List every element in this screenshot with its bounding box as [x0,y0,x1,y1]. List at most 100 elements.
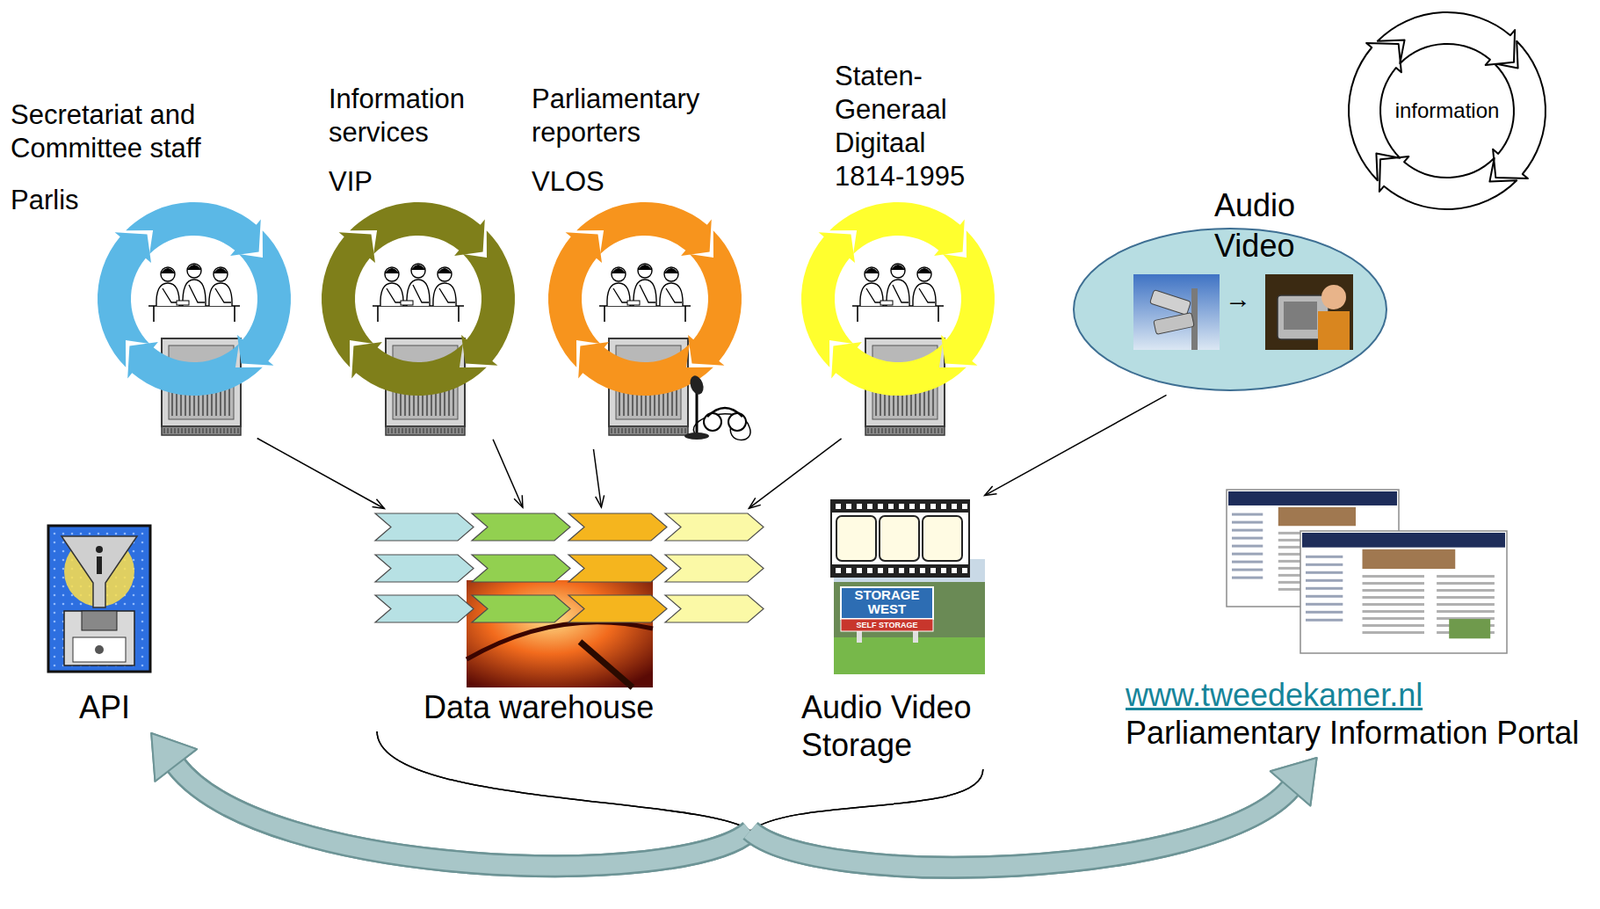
icon-dot [62,585,66,588]
server-foot [941,427,943,434]
film-hole [888,567,894,573]
server-foot [924,427,926,434]
server-foot [646,427,648,434]
system-cycle: Secretariat and Committee staffParlis [7,83,302,437]
connector [750,757,1318,868]
cycle-arrow [125,202,261,256]
server-foot [409,427,411,434]
node-text: Secretariat and Committee staff [10,98,226,166]
fat-arrow-outline [750,788,1291,868]
icon-dot [62,532,66,536]
server-foot [678,427,680,434]
server-foot [910,427,912,434]
server-foot [423,427,425,434]
desk-paper [400,300,413,305]
mic-base [684,432,710,440]
icon-dot [141,637,145,641]
server-foot [934,427,936,434]
server-foot [217,427,218,434]
connector [257,438,385,509]
person-hair [213,267,228,274]
web-text-line [1305,563,1343,566]
server-foot [664,427,666,434]
person-body [433,282,457,306]
info-bar [96,556,102,574]
text-slot: → [1224,283,1252,314]
merge-brace [376,731,751,831]
server-foot [206,427,208,434]
web-photo [1448,618,1491,638]
server-foot [238,427,239,434]
storage-photo-lawn [833,637,985,674]
server-foot [398,427,400,434]
film-hole [962,567,968,573]
server-foot [462,427,464,434]
server-foot [643,427,645,434]
icon-dot [141,629,145,632]
desk [599,305,691,322]
connector [984,394,1167,495]
person-hair [917,267,932,274]
icon-dot [115,532,118,536]
node-text: Audio Video Storage [801,687,991,764]
arrow-line [593,448,602,507]
server-foot [195,427,197,434]
icon-dot [141,576,145,580]
fat-arrow-shaft [175,764,751,866]
link-text: www.tweedekamer.nl [1125,675,1423,714]
film-hole [951,567,957,573]
data-chevron [568,594,667,623]
server-foot [234,427,236,434]
person-body [209,282,232,306]
disk-arm [579,641,633,688]
icon-dot [62,567,66,571]
sign-text: STORAGE WEST [840,587,934,616]
person-arm [439,288,456,303]
api-icon [48,525,151,672]
icon-dot [97,532,101,536]
icon-dot [53,637,57,641]
person-head [187,263,202,278]
merge-brace [376,731,751,831]
film-hole [867,503,873,509]
person-head [160,267,175,282]
web-text-line [1231,576,1263,580]
cycle-arrow [829,202,965,256]
icon-dot [53,593,57,597]
cycle-arrow [1379,156,1517,210]
server-foot [405,427,407,434]
person-hair [890,264,905,270]
mic-head [687,373,707,396]
node-text: Data warehouse [423,687,654,726]
text-slot: Secretariat and Committee staff [10,98,226,166]
film-strip [831,499,970,577]
person-head [917,267,932,282]
icon-dot [53,532,57,536]
sign-text: SELF STORAGE [840,619,934,630]
film-frame [879,515,920,561]
desk [148,305,240,322]
icon-dot [53,620,57,623]
person-arm [386,288,403,303]
server-foot [434,427,435,434]
fat-arrow-head [151,732,197,782]
desk [372,305,464,322]
server-foot [931,427,933,434]
web-banner [1278,506,1356,526]
text-slot: Information services [328,82,514,150]
icon-dot [53,655,57,659]
text-slot: Audio Video [1214,185,1311,267]
system-cycle: Staten-Generaal Digitaal 1814-1995 [795,52,1007,437]
server-foot [167,427,169,434]
headphone-band [707,407,743,417]
system-cycle: Information servicesVIP [316,77,532,437]
text-slot: Audio Video Storage [801,687,991,764]
cycle-arrow [97,231,152,368]
film-hole [941,567,947,573]
merge-brace [750,768,984,831]
web-text-line [1362,616,1426,620]
web-text-line [1305,618,1343,622]
server-foot [395,427,397,434]
icon-dot [53,664,57,667]
person-hair [611,267,626,274]
